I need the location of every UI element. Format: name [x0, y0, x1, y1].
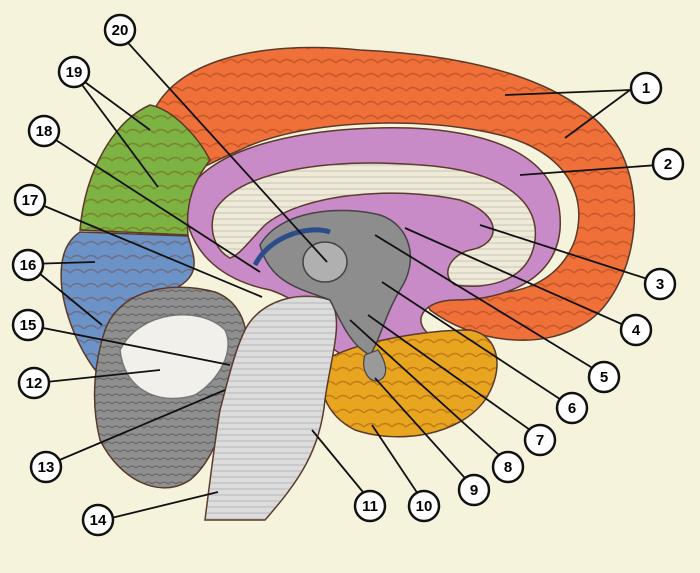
- fornix: [252, 227, 331, 267]
- callout-10: 10: [407, 489, 441, 523]
- callout-circle: [353, 489, 387, 523]
- callout-20: 20: [103, 13, 137, 47]
- callout-13: 13: [29, 450, 63, 484]
- callout-number: 5: [600, 369, 608, 386]
- brainstem-texture: [205, 296, 337, 520]
- callout-15: 15: [11, 308, 45, 342]
- callout-3: 3: [643, 267, 677, 301]
- callout-number: 18: [36, 123, 53, 140]
- callout-circle: [11, 308, 45, 342]
- pituitary-stalk: [363, 349, 387, 382]
- callout-4: 4: [619, 313, 653, 347]
- callout-circle: [57, 55, 91, 89]
- callout-circle: [407, 489, 441, 523]
- callout-number: 12: [26, 375, 43, 392]
- callout-number: 15: [20, 317, 37, 334]
- callout-number: 7: [536, 432, 544, 449]
- callout-circle: [103, 13, 137, 47]
- callout-number: 14: [90, 512, 107, 529]
- callout-circle: [555, 391, 589, 425]
- callout-circle: [523, 423, 557, 457]
- callout-circle: [27, 114, 61, 148]
- callout-circle: [619, 313, 653, 347]
- callout-circle: [11, 248, 45, 282]
- callout-number: 9: [470, 482, 478, 499]
- callout-number: 11: [362, 498, 378, 515]
- callout-number: 10: [416, 498, 433, 515]
- callout-number: 2: [664, 156, 672, 173]
- cortex-gyri-texture: [150, 47, 635, 341]
- callout-number: 6: [568, 400, 576, 417]
- callout-number: 17: [22, 192, 39, 209]
- callout-number: 3: [656, 276, 664, 293]
- callout-circle: [629, 71, 663, 105]
- callout-number: 1: [642, 80, 650, 97]
- callout-9: 9: [457, 473, 491, 507]
- callout-1: 1: [629, 71, 663, 105]
- callout-circle: [651, 147, 685, 181]
- cerebellum-white-matter: [119, 313, 229, 400]
- callout-number: 13: [38, 459, 55, 476]
- callout-18: 18: [27, 114, 61, 148]
- callout-5: 5: [587, 360, 621, 394]
- callout-circle: [587, 360, 621, 394]
- callout-number: 8: [504, 459, 512, 476]
- callout-17: 17: [13, 183, 47, 217]
- callout-number: 4: [632, 322, 641, 339]
- callout-circle: [491, 450, 525, 484]
- callout-2: 2: [651, 147, 685, 181]
- callout-7: 7: [523, 423, 557, 457]
- callout-circle: [13, 183, 47, 217]
- leader-lines: [27, 33, 661, 521]
- corpus-callosum-texture: [212, 163, 536, 287]
- callout-6: 6: [555, 391, 589, 425]
- callout-number: 20: [112, 22, 129, 39]
- callout-circle: [29, 450, 63, 484]
- callout-circle: [643, 267, 677, 301]
- callout-12: 12: [17, 366, 51, 400]
- callout-8: 8: [491, 450, 525, 484]
- callout-number: 19: [66, 64, 83, 81]
- callout-number: 16: [20, 257, 37, 274]
- callout-16: 16: [11, 248, 45, 282]
- callout-11: 11: [353, 489, 387, 523]
- callout-circle: [81, 503, 115, 537]
- thalamus-nucleus: [302, 241, 348, 283]
- callout-14: 14: [81, 503, 115, 537]
- callout-19: 19: [57, 55, 91, 89]
- callout-circle: [457, 473, 491, 507]
- callout-circle: [17, 366, 51, 400]
